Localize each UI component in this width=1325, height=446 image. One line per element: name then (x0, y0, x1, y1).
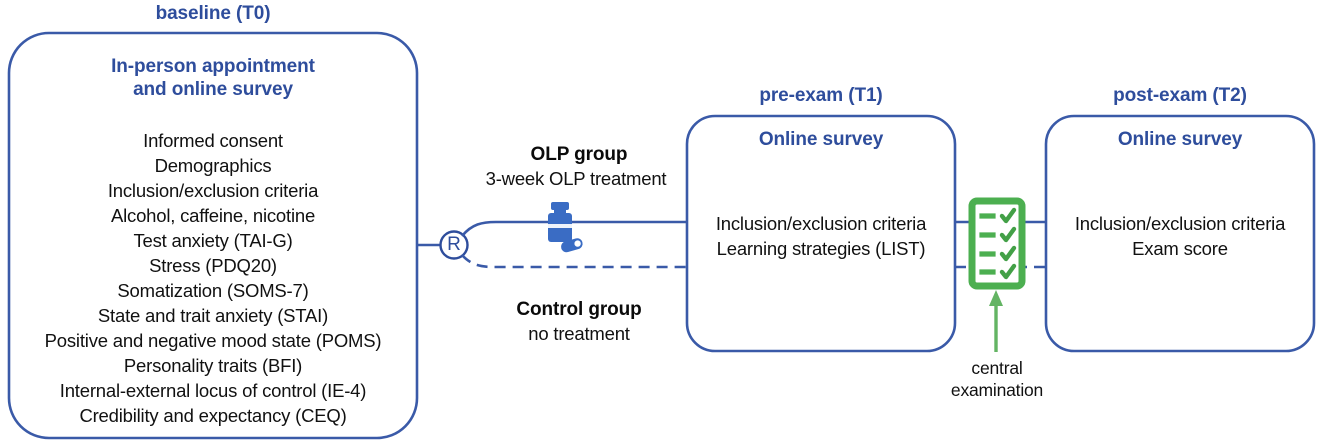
pre-exam-item-1: Learning strategies (LIST) (716, 238, 926, 259)
baseline-item-3: Alcohol, caffeine, nicotine (110, 205, 316, 226)
control-arm-subtitle: no treatment (528, 323, 630, 344)
phase-label-pre-exam: pre-exam (T1) (759, 85, 883, 106)
baseline-item-10: Internal-external locus of control (IE-4… (59, 380, 367, 401)
checklist-icon (968, 197, 1026, 290)
control-arm-line (461, 254, 687, 269)
phase-label-post-exam: post-exam (T2) (1113, 85, 1247, 106)
treatment-arm-line (461, 220, 687, 237)
baseline-box (7, 31, 419, 440)
baseline-item-11: Credibility and expectancy (CEQ) (79, 405, 347, 426)
baseline-item-1: Demographics (154, 155, 272, 176)
baseline-item-8: Positive and negative mood state (POMS) (44, 330, 382, 351)
randomization-node (439, 230, 469, 260)
treatment-arm-subtitle: 3-week OLP treatment (485, 168, 667, 189)
randomization-node-label: R (447, 234, 461, 255)
pill-bottle-icon (548, 202, 583, 253)
baseline-item-5: Stress (PDQ20) (149, 255, 277, 276)
baseline-item-0: Informed consent (143, 130, 283, 151)
post-exam-item-0: Inclusion/exclusion criteria (1074, 213, 1286, 234)
control-arm-title: Control group (516, 299, 642, 320)
post-exam-heading: Online survey (1117, 129, 1243, 150)
pre-exam-item-0: Inclusion/exclusion criteria (715, 213, 927, 234)
baseline-item-4: Test anxiety (TAI-G) (133, 230, 293, 251)
baseline-item-7: State and trait anxiety (STAI) (97, 305, 329, 326)
baseline-item-9: Personality traits (BFI) (123, 355, 303, 376)
arrow-up-icon (989, 290, 1003, 352)
treatment-arm-title: OLP group (530, 144, 628, 165)
post-exam-box (1044, 114, 1316, 353)
pre-exam-box (685, 114, 957, 353)
post-exam-item-1: Exam score (1132, 238, 1228, 259)
phase-label-baseline: baseline (T0) (155, 3, 271, 24)
baseline-item-6: Somatization (SOMS-7) (117, 280, 309, 301)
baseline-heading-line1: In-person appointment (111, 56, 315, 77)
central-examination-caption-line2: examination (950, 380, 1044, 400)
central-examination-caption-line1: central (971, 358, 1023, 378)
pre-exam-heading: Online survey (758, 129, 884, 150)
baseline-heading-line2: and online survey (133, 79, 293, 100)
baseline-item-2: Inclusion/exclusion criteria (107, 180, 319, 201)
